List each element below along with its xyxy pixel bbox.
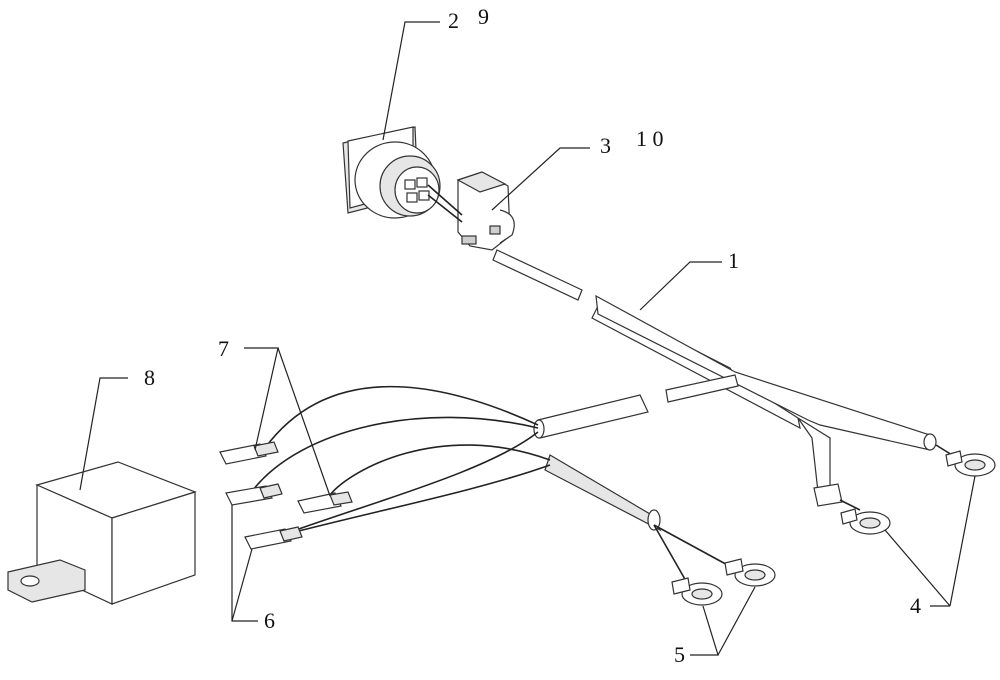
flat-terminal-c	[297, 491, 353, 514]
flat-terminal-a	[219, 441, 279, 465]
socket-connector	[342, 126, 441, 219]
label-6: 6	[264, 608, 275, 633]
ring-terminal-4b	[840, 508, 891, 535]
label-9: 9	[478, 4, 489, 29]
relay-box	[7, 461, 197, 605]
label-5: 5	[674, 642, 685, 667]
label-1: 1	[728, 248, 739, 273]
branch-cable-upper	[533, 374, 739, 439]
leader-lines	[79, 21, 976, 656]
signal-wires	[252, 385, 734, 589]
ring-terminal-5a	[671, 577, 723, 606]
label-10: 1 0	[636, 126, 664, 151]
label-3: 3	[600, 133, 611, 158]
label-7: 7	[218, 336, 229, 361]
flat-terminal-b	[225, 483, 283, 506]
flat-terminal-d	[244, 526, 303, 550]
main-cable	[492, 249, 961, 511]
ring-terminal-5b	[724, 558, 776, 587]
label-4: 4	[910, 593, 921, 618]
branch-cable-lower	[544, 454, 662, 532]
label-2: 2	[448, 8, 459, 33]
plug-connector	[427, 171, 515, 251]
label-8: 8	[144, 365, 155, 390]
ring-terminal-4a	[945, 450, 996, 477]
